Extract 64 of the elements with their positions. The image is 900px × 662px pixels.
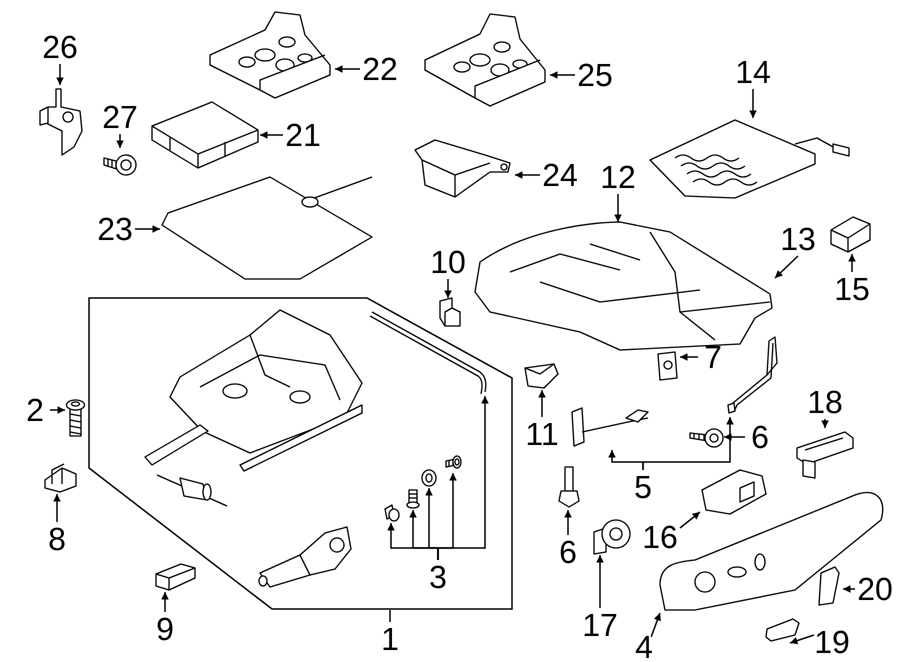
leader-arrow [50, 406, 65, 414]
callout-number: 9 [150, 612, 180, 646]
callout-number: 17 [580, 608, 620, 642]
leader-arrow [790, 634, 814, 644]
callout-number: 15 [832, 272, 872, 306]
leader-arrow [550, 71, 575, 79]
callout-number: 19 [812, 625, 852, 659]
callout-number: 12 [598, 160, 638, 194]
callout-number: 11 [520, 417, 564, 451]
bolt-drawing [405, 488, 421, 510]
callout-number: 16 [640, 520, 680, 554]
callout-number: 1 [370, 622, 410, 656]
leader-arrow [56, 64, 64, 85]
leader-arrow [437, 396, 489, 560]
leader-arrow [749, 89, 757, 118]
leader-arrow [135, 225, 160, 233]
leader-arrow [642, 417, 734, 470]
leader-arrow [444, 279, 452, 298]
leader-line [389, 610, 391, 622]
callout-number: 22 [360, 52, 400, 86]
bolt-drawing [65, 398, 87, 438]
callout-number: 27 [100, 100, 140, 134]
callout-number: 24 [540, 158, 580, 192]
callout-number: 6 [745, 420, 775, 454]
leader-arrow [614, 194, 622, 222]
leader-arrow [161, 592, 169, 612]
leader-arrow [724, 433, 745, 441]
callout-number: 5 [628, 470, 658, 504]
leader-arrow [515, 171, 540, 179]
callout-number: 8 [40, 522, 74, 556]
leader-arrow [260, 131, 283, 139]
leader-arrow [564, 510, 572, 535]
nut-clip-drawing [655, 350, 680, 382]
grommet-drawing [420, 468, 438, 488]
leader-arrow [53, 494, 61, 522]
callout-number: 25 [575, 58, 615, 92]
callout-number: 2 [20, 393, 50, 427]
callout-number: 10 [428, 245, 468, 279]
leader-arrow [843, 585, 855, 593]
leader-arrow [848, 254, 856, 272]
push-pin-drawing [382, 503, 400, 523]
leader-arrow [680, 511, 700, 529]
callout-number: 6 [553, 535, 583, 569]
leader-arrow [335, 65, 360, 73]
leader-arrow [538, 390, 546, 417]
callout-number: 21 [283, 118, 323, 152]
callout-number: 23 [95, 212, 135, 246]
leader-arrow [596, 555, 604, 608]
callout-number: 7 [698, 340, 728, 374]
callout-number: 26 [40, 30, 80, 64]
clip-drawing [437, 298, 463, 328]
control-module-drawing [150, 100, 260, 170]
callout-number: 18 [805, 385, 845, 419]
callout-number: 4 [632, 630, 656, 662]
callout-number: 20 [855, 572, 895, 606]
leader-arrow [680, 353, 698, 361]
leader-arrow [821, 419, 829, 428]
leader-arrow [116, 134, 124, 148]
callout-number: 3 [418, 560, 458, 594]
leader-arrow [650, 612, 661, 638]
callout-number: 13 [778, 222, 818, 256]
callout-number: 14 [733, 55, 773, 89]
clip-drawing [153, 562, 198, 592]
leader-arrow [774, 255, 799, 279]
